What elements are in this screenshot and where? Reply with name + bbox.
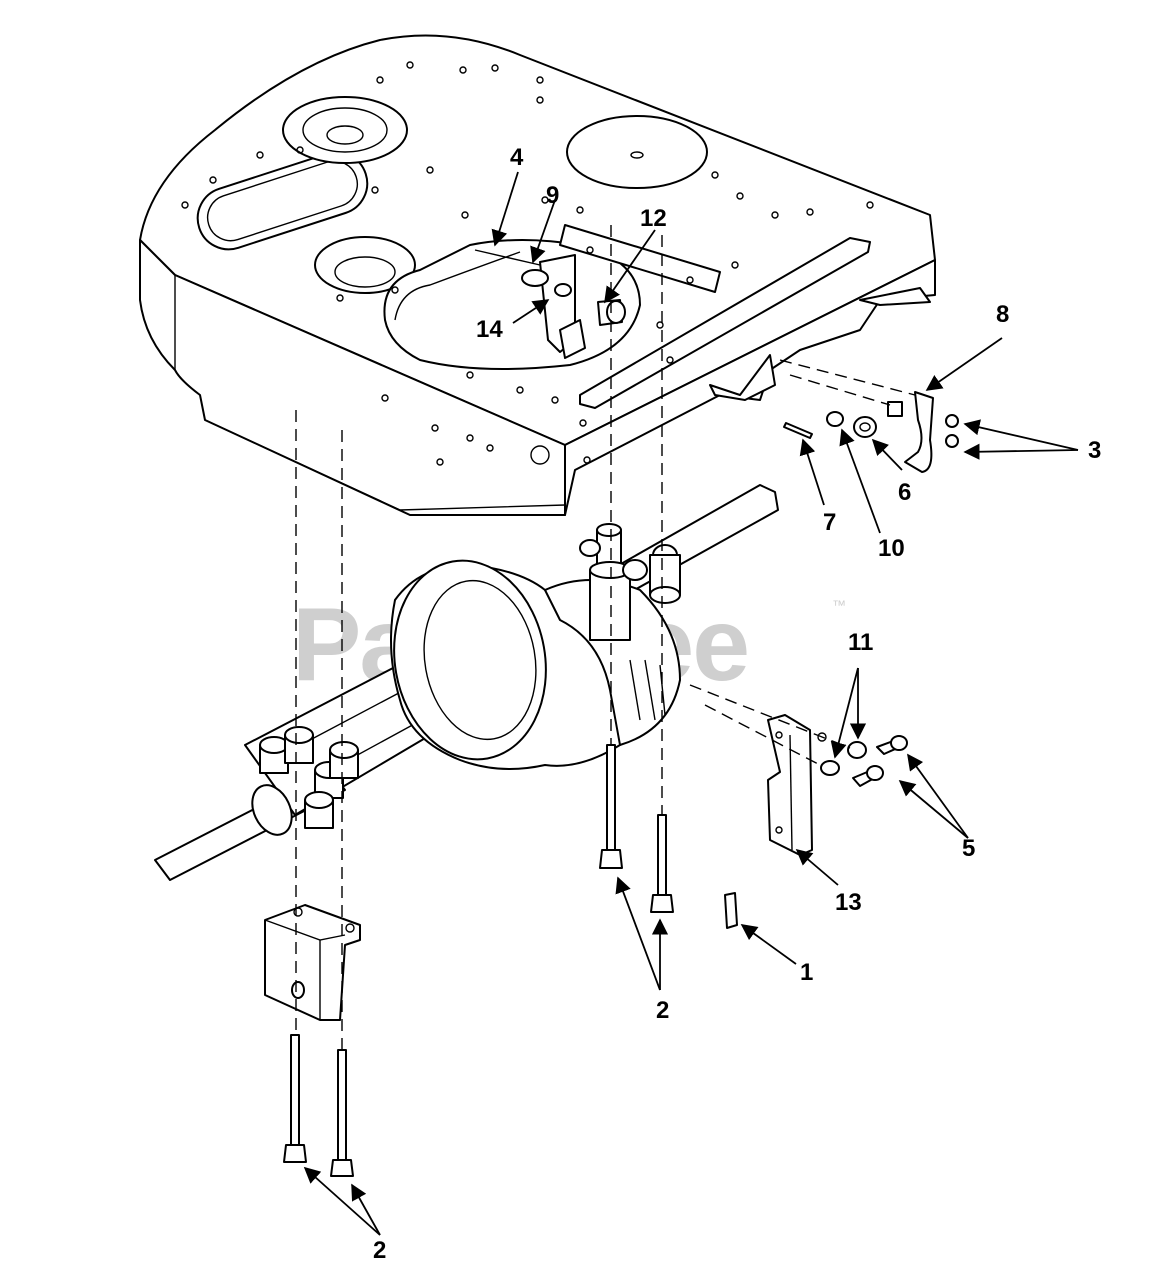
deck-plate: [139, 34, 936, 516]
callout-8: 8: [996, 301, 1009, 328]
transaxle: [154, 484, 779, 881]
side-bracket: [724, 714, 908, 929]
watermark-trademark: ™: [832, 597, 846, 613]
callout-9: 9: [546, 182, 559, 209]
callout-14: 14: [476, 316, 503, 343]
control-mechanism: [474, 249, 626, 359]
callout-7: 7: [823, 509, 836, 536]
callout-2-bottom: 2: [373, 1237, 386, 1264]
mounting-bolts: [283, 744, 674, 1177]
linkage-hardware: [783, 391, 959, 473]
deck-holes: [181, 61, 874, 466]
callout-13: 13: [835, 889, 862, 916]
lower-bracket: [264, 904, 361, 1021]
callout-1: 1: [800, 959, 813, 986]
callout-labels: 4 9 12 14 8 3 6 7 10 11 5 13 1 2 2: [373, 144, 1101, 1264]
callout-11: 11: [848, 629, 873, 656]
callout-12: 12: [640, 205, 667, 232]
callout-3: 3: [1088, 437, 1101, 464]
callout-arrows: [303, 171, 1079, 1236]
callout-10: 10: [878, 535, 905, 562]
callout-4: 4: [510, 144, 524, 171]
callout-6: 6: [898, 479, 911, 506]
callout-5: 5: [962, 835, 975, 862]
callout-2-center: 2: [656, 997, 669, 1024]
alignment-lines: [295, 225, 916, 1050]
